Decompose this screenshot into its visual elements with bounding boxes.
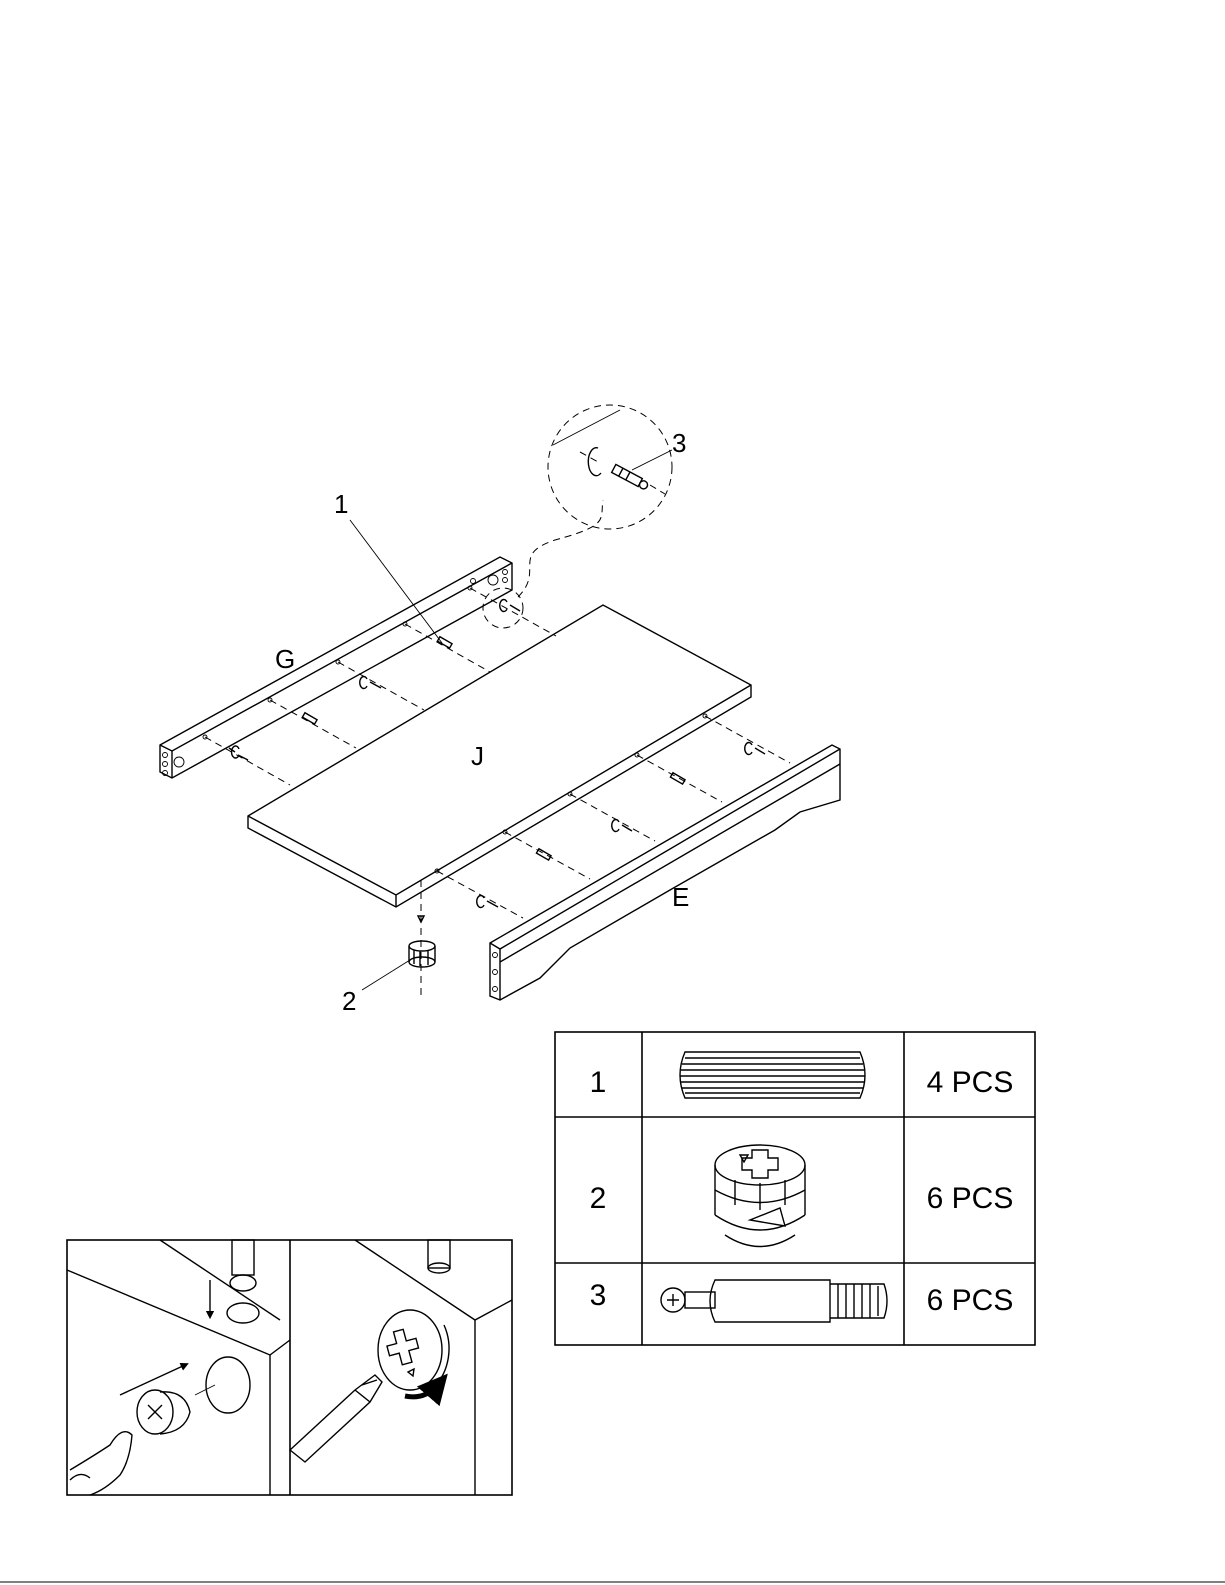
callout-3: 3	[672, 428, 686, 458]
instruction-inset	[67, 1240, 512, 1495]
table-row-3-qty: 6 PCS	[927, 1284, 1014, 1317]
cam-lock-icon	[715, 1145, 805, 1247]
label-e: E	[672, 882, 689, 912]
table-row-1-qty: 4 PCS	[927, 1066, 1014, 1099]
parts-table: 1 2 3 4 PCS 6 PCS 6 PCS	[555, 1032, 1035, 1345]
cam-bolt-icon	[661, 1280, 887, 1322]
wood-dowel-icon	[680, 1052, 865, 1098]
callout-1: 1	[334, 489, 348, 519]
callout-2: 2	[342, 986, 356, 1016]
table-row-2-number: 2	[590, 1182, 607, 1215]
tighten-cam-illustration	[290, 1240, 512, 1495]
table-row-2-qty: 6 PCS	[927, 1182, 1014, 1215]
insert-cam-illustration	[67, 1240, 290, 1495]
label-j: J	[471, 741, 484, 771]
table-row-1-number: 1	[590, 1066, 607, 1099]
table-row-3-number: 3	[590, 1279, 607, 1312]
label-g: G	[275, 644, 295, 674]
